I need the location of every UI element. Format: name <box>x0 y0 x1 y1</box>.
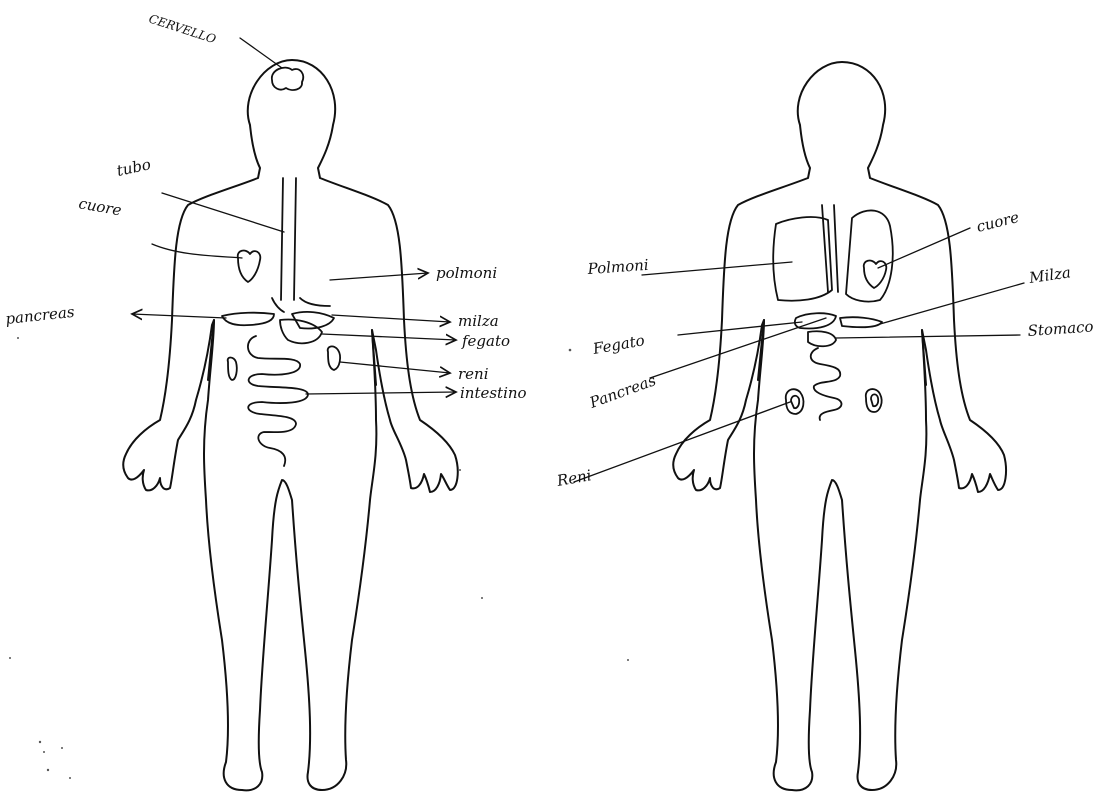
label-left-tube: tubo <box>115 155 152 180</box>
left-intestine <box>248 336 308 466</box>
right-pancreas-pointer <box>650 318 826 378</box>
right-kidney-left <box>786 389 804 414</box>
left-brain-pointer <box>240 38 282 68</box>
left-lungs-pointer <box>330 273 428 280</box>
left-heart <box>238 251 261 282</box>
right-spleen <box>840 317 882 327</box>
right-stomach-pointer <box>836 335 1020 338</box>
label-left-spleen: milza <box>458 312 499 330</box>
right-body-figure: Polmoni cuore Milza Fegato Stomaco Pancr… <box>555 62 1094 790</box>
right-kidney-left-inner <box>791 396 799 408</box>
label-right-spleen: Milza <box>1027 263 1072 287</box>
left-body-outline <box>123 60 458 790</box>
scan-noise <box>9 337 629 779</box>
label-right-liver: Fegato <box>591 331 646 358</box>
right-heart <box>864 261 887 288</box>
label-left-pancreas: pancreas <box>5 303 76 328</box>
left-spleen-pointer <box>332 315 450 322</box>
right-intestine <box>811 348 842 420</box>
label-right-lungs: Polmoni <box>586 256 649 278</box>
left-kidney-right <box>328 346 340 370</box>
label-left-heart: cuore <box>77 194 123 219</box>
left-liver <box>280 320 322 344</box>
right-kidneys-pointer <box>574 402 790 482</box>
label-right-stomach: Stomaco <box>1027 317 1094 340</box>
left-heart-pointer <box>152 244 242 258</box>
left-kidney-left <box>228 358 237 381</box>
left-intestine-pointer <box>306 392 456 394</box>
left-pancreas-pointer <box>132 314 226 318</box>
label-left-kidneys: reni <box>458 365 489 383</box>
right-lungs-pointer <box>642 262 792 275</box>
label-right-kidneys: Reni <box>555 466 593 490</box>
label-right-pancreas: Pancreas <box>586 371 658 412</box>
right-kidney-right-inner <box>871 394 878 406</box>
label-left-intestine: intestino <box>460 384 527 402</box>
left-liver-pointer <box>322 334 456 340</box>
label-right-heart: cuore <box>975 208 1021 236</box>
right-kidney-right <box>866 389 882 412</box>
left-body-figure: CERVELLO tubo cuore pancreas polmoni mil… <box>5 12 527 791</box>
left-pancreas <box>222 313 274 326</box>
left-kidneys-pointer <box>340 362 450 373</box>
right-stomach <box>808 331 836 346</box>
label-left-brain: CERVELLO <box>147 12 218 47</box>
label-left-lungs: polmoni <box>436 264 497 282</box>
label-left-liver: fegato <box>461 332 510 350</box>
left-brain <box>272 68 303 90</box>
left-tube <box>281 178 296 300</box>
